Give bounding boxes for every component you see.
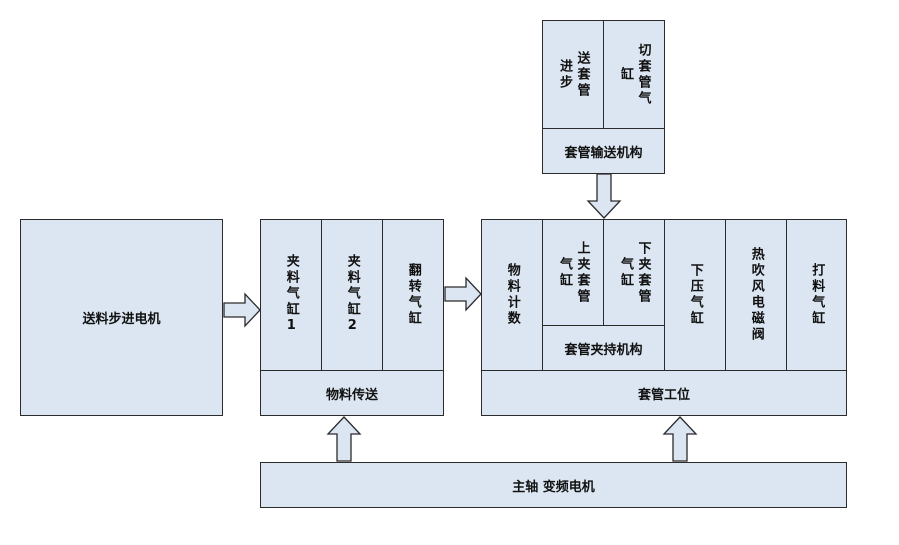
arrow-down-conveying-to-station [586,173,622,219]
arrow-up-spindle-to-transfer [326,416,362,462]
feed-stepper-motor-label: 送料步进电机 [82,312,161,327]
material-count-label: 物料计数 [504,263,520,327]
clamp-cylinder-2-block: 夹料气缸2 [321,219,383,371]
arrow-up-spindle-to-station [662,416,698,462]
arrow-right-transfer-to-station [444,276,482,312]
sleeve-clamp-mechanism-block: 套管夹持机构 [542,325,665,371]
sleeve-feed-stepper-label: 送套管 进步 [557,50,590,99]
feed-stepper-motor-block: 送料步进电机 [20,219,223,416]
lower-clamp-cylinder-block: 下夹套管 气缸 [603,219,665,326]
press-cylinder-block: 下压气缸 [664,219,726,371]
sleeve-station-block: 套管工位 [481,370,847,416]
sleeve-feed-stepper-block: 送套管 进步 [542,20,604,129]
spindle-motor-label: 主轴 变频电机 [512,479,595,495]
material-transfer-label: 物料传送 [325,387,378,403]
clamp-cylinder-2-label: 夹料气缸2 [344,254,360,336]
sleeve-conveying-mechanism-label: 套管输送机构 [564,145,643,161]
press-cylinder-label: 下压气缸 [687,263,703,327]
hot-air-valve-label: 热吹风电磁阀 [748,247,764,343]
strike-cylinder-block: 打料气缸 [786,219,847,371]
clamp-cylinder-1-label: 夹料气缸1 [283,254,299,336]
upper-clamp-cylinder-label: 上夹套管 气缸 [557,240,590,305]
spindle-motor-block: 主轴 变频电机 [260,462,847,508]
upper-clamp-cylinder-block: 上夹套管 气缸 [542,219,604,326]
sleeve-cut-cylinder-block: 切套管气 缸 [603,20,665,129]
sleeve-station-label: 套管工位 [637,387,690,403]
strike-cylinder-label: 打料气缸 [809,263,825,327]
sleeve-cut-cylinder-label: 切套管气 缸 [618,42,651,107]
lower-clamp-cylinder-label: 下夹套管 气缸 [618,240,651,305]
clamp-cylinder-1-block: 夹料气缸1 [260,219,322,371]
arrow-right-motor-to-transfer [223,292,261,328]
flip-cylinder-label: 翻转气缸 [405,263,421,327]
sleeve-clamp-mechanism-label: 套管夹持机构 [564,342,643,358]
material-transfer-block: 物料传送 [260,370,444,416]
hot-air-valve-block: 热吹风电磁阀 [725,219,787,371]
